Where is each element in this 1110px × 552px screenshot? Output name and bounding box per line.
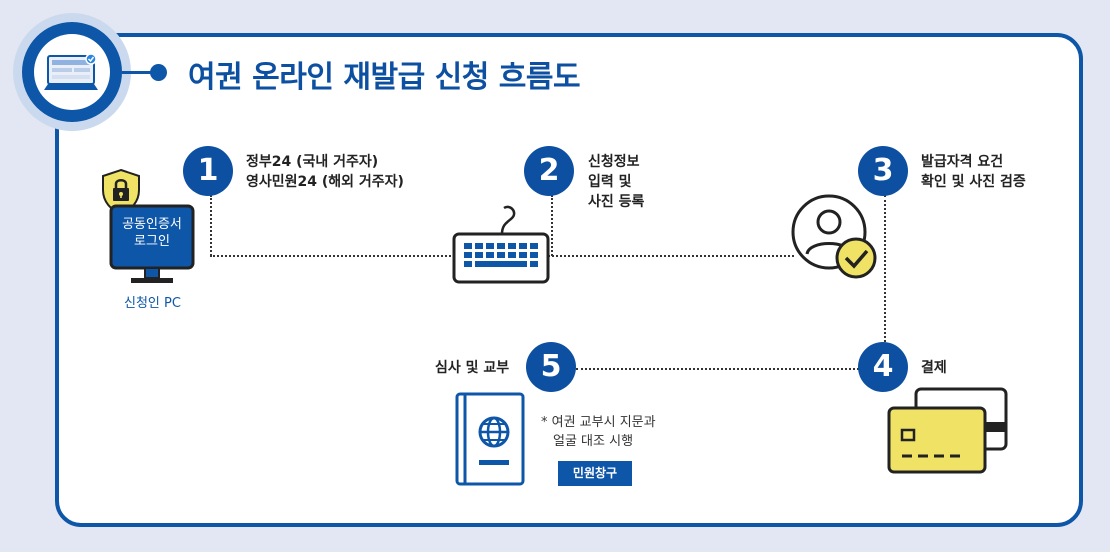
note-line2: 얼굴 대조 시행 — [553, 434, 634, 449]
pc-screen-line2: 로그인 — [134, 234, 170, 249]
lock-shield-icon — [102, 168, 140, 216]
step-3-text: 발급자격 요건 확인 및 사진 검증 — [921, 152, 1026, 192]
step-4-text: 결제 — [921, 360, 947, 376]
step-1-text: 정부24 (국내 거주자) 영사민원24 (해외 거주자) — [246, 152, 404, 192]
note: * 여권 교부시 지문과 얼굴 대조 시행 — [541, 413, 656, 451]
keyboard-icon — [452, 205, 550, 284]
laptop-icon — [44, 53, 98, 90]
step-3-line2: 확인 및 사진 검증 — [921, 174, 1026, 190]
connector — [548, 255, 794, 257]
step-5-text: 심사 및 교부 — [435, 360, 510, 376]
pc-label: 신청인 PC — [124, 296, 181, 311]
step-1-badge: 1 — [183, 146, 233, 196]
title-connector — [122, 71, 158, 74]
step-2-line1: 신청정보 — [588, 154, 640, 170]
user-check-icon — [791, 194, 877, 279]
step-2-line3: 사진 등록 — [588, 194, 645, 210]
connector — [884, 195, 886, 342]
connector — [551, 195, 553, 256]
connector — [576, 368, 859, 370]
passport-icon — [455, 392, 525, 486]
page-title: 여권 온라인 재발급 신청 흐름도 — [188, 60, 581, 95]
pc-screen-line1: 공동인증서 — [122, 217, 182, 232]
counter-badge: 민원창구 — [558, 461, 632, 486]
step-2-text: 신청정보 입력 및 사진 등록 — [588, 152, 644, 212]
connector — [210, 195, 212, 256]
step-2-line2: 입력 및 — [588, 174, 632, 190]
credit-card-icon — [887, 387, 1008, 474]
step-1-line1: 정부24 (국내 거주자) — [246, 154, 379, 170]
step-2-badge: 2 — [524, 146, 574, 196]
note-line1: * 여권 교부시 지문과 — [541, 415, 656, 430]
step-5-badge: 5 — [526, 342, 576, 392]
title-dot — [150, 64, 167, 81]
step-4-badge: 4 — [858, 342, 908, 392]
step-3-line1: 발급자격 요건 — [921, 154, 1004, 170]
monitor-icon: 공동인증서 로그인 — [109, 200, 195, 286]
step-3-badge: 3 — [858, 146, 908, 196]
step-1-line2: 영사민원24 (해외 거주자) — [246, 174, 404, 190]
connector — [210, 255, 455, 257]
